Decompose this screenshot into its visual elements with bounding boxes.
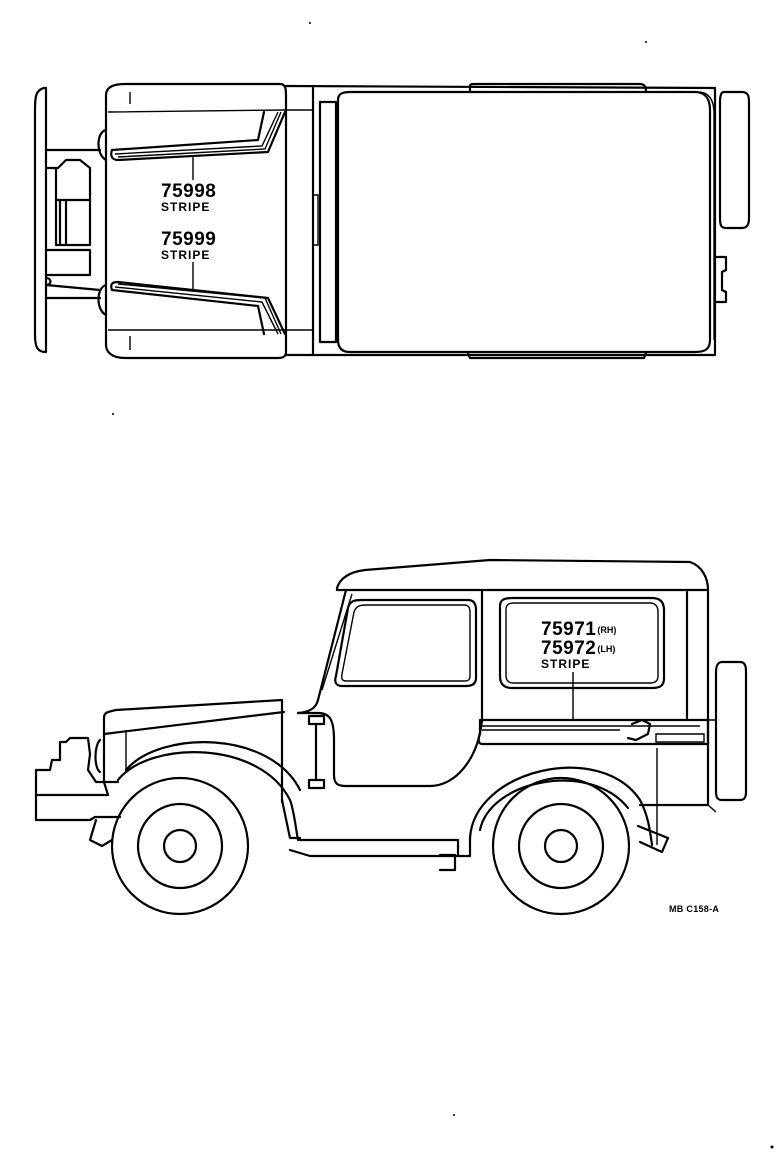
callout-75971-75972: 75971(RH) 75972(LH) STRIPE	[541, 620, 616, 670]
part-number-lh: 75972	[541, 638, 597, 659]
callout-75998: 75998 STRIPE	[161, 182, 216, 213]
part-description: STRIPE	[161, 248, 211, 262]
part-description: STRIPE	[541, 657, 591, 671]
callout-75999: 75999 STRIPE	[161, 230, 216, 261]
top-view-vehicle	[33, 82, 751, 360]
side-rh: (RH)	[597, 625, 617, 635]
figure-code: MB C158-A	[669, 904, 720, 914]
part-number-rh: 75971	[541, 619, 597, 640]
part-number: 75999	[161, 229, 217, 250]
part-description: STRIPE	[161, 200, 211, 214]
part-number: 75998	[161, 181, 217, 202]
side-lh: (LH)	[597, 644, 616, 654]
side-view-vehicle	[34, 558, 748, 916]
